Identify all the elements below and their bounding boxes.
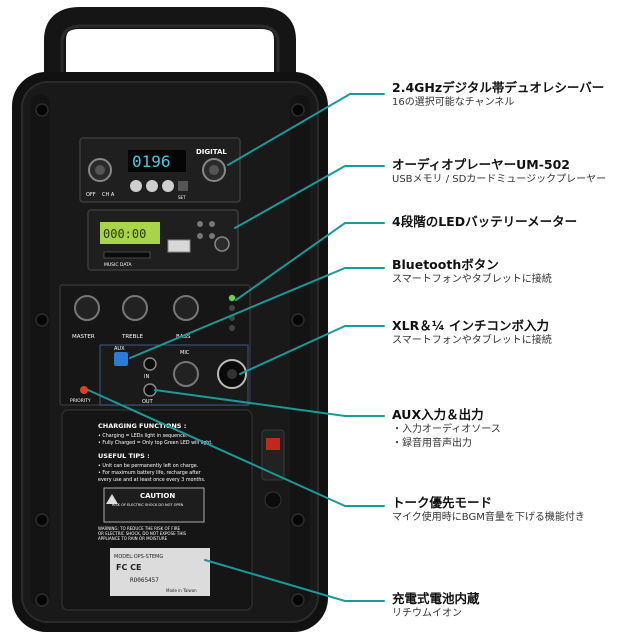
callout-bluetooth: Bluetoothボタン スマートフォンやタブレットに接続 [392, 257, 640, 287]
battery-led-4 [229, 325, 235, 331]
svg-text:TREBLE: TREBLE [121, 334, 143, 340]
speaker-product-image: DIGITAL 0196 OFF CH A SET 000:00 MUSIC D… [12, 7, 328, 632]
callout-line: USBメモリ / SDカードミュージックプレーヤー [392, 174, 607, 185]
svg-text:USEFUL TIPS :: USEFUL TIPS : [98, 452, 150, 460]
svg-text:• Fully Charged = Only top Gre: • Fully Charged = Only top Green LED wil… [98, 440, 213, 446]
svg-text:MASTER: MASTER [72, 334, 95, 340]
digital-label: DIGITAL [196, 148, 227, 156]
callout-battery: 充電式電池内蔵 リチウムイオン [392, 591, 640, 621]
callout-title: 2.4GHzデジタル帯デュオレシーバー [392, 80, 605, 95]
lcd-screen [100, 222, 160, 244]
callout-line: スマートフォンやタブレットに接続 [392, 274, 552, 285]
audio-player-module: 000:00 MUSIC DATA [87, 209, 239, 271]
svg-text:PRIORITY: PRIORITY [70, 398, 91, 404]
callout-aux: AUX入力＆出力 ・入力オーディオソース ・録音用音声出力 [392, 407, 640, 451]
svg-text:CAUTION: CAUTION [140, 492, 175, 500]
callout-title: オーディオプレーヤーUM-502 [392, 157, 570, 172]
side-port [264, 491, 282, 509]
callout-title: 4段階のLEDバッテリーメーター [392, 214, 578, 229]
callout-line: ・入力オーディオソース [392, 424, 501, 435]
svg-text:MODEL:OPS-STEMG: MODEL:OPS-STEMG [114, 554, 163, 560]
svg-text:OUT: OUT [142, 399, 154, 405]
svg-text:CH A: CH A [102, 192, 115, 198]
sd-slot [103, 251, 151, 259]
priority-button [80, 386, 88, 394]
channel-display [128, 150, 186, 172]
svg-text:every use and at least once ev: every use and at least once every 3 mont… [98, 477, 205, 483]
lcd-value: 000:00 [103, 227, 146, 241]
bass-knob [173, 295, 199, 321]
svg-text:OFF: OFF [86, 192, 96, 198]
svg-text:MIC: MIC [180, 350, 190, 356]
battery-led-2 [229, 305, 235, 311]
svg-text:• Charging = LEDs light in seq: • Charging = LEDs light in sequence. [98, 433, 187, 439]
callout-receiver: 2.4GHzデジタル帯デュオレシーバー 16の選択可能なチャンネル [392, 80, 640, 110]
svg-text:WARNING: TO REDUCE THE RISK OF: WARNING: TO REDUCE THE RISK OF FIRE [98, 526, 181, 531]
callout-led-meter: 4段階のLEDバッテリーメーター [392, 214, 640, 230]
callout-line: スマートフォンやタブレットに接続 [392, 335, 552, 346]
svg-text:• Unit can be permanently left: • Unit can be permanently left on charge… [98, 463, 198, 469]
callout-title: 充電式電池内蔵 [392, 591, 480, 606]
receiver-button-3 [162, 180, 174, 192]
callout-line: ・録音用音声出力 [392, 438, 472, 449]
svg-text:IN: IN [144, 374, 149, 380]
player-knob [214, 236, 230, 252]
callout-title: Bluetoothボタン [392, 257, 499, 272]
spec-sticker [110, 548, 210, 596]
svg-text:OR ELECTRIC SHOCK, DO NOT EXPO: OR ELECTRIC SHOCK, DO NOT EXPOSE THIS [98, 531, 187, 536]
svg-text:FC CE: FC CE [116, 563, 141, 572]
callout-title: AUX入力＆出力 [392, 407, 484, 422]
usb-port [167, 239, 191, 253]
bluetooth-button [114, 352, 128, 366]
svg-text:SET: SET [178, 195, 186, 200]
handle [44, 7, 296, 95]
battery-compartment: CHARGING FUNCTIONS : • Charging = LEDs l… [61, 409, 253, 611]
callout-xlr: XLR＆¼ インチコンボ入力 スマートフォンやタブレットに接続 [392, 318, 640, 348]
svg-text:MUSIC DATA: MUSIC DATA [104, 262, 132, 268]
callout-line: 16の選択可能なチャンネル [392, 97, 515, 108]
digital-receiver-module: DIGITAL 0196 OFF CH A SET [79, 137, 241, 203]
svg-text:APPLIANCE TO RAIN OR MOISTURE: APPLIANCE TO RAIN OR MOISTURE [98, 536, 168, 541]
callout-title: XLR＆¼ インチコンボ入力 [392, 318, 550, 333]
callout-audio-player: オーディオプレーヤーUM-502 USBメモリ / SDカードミュージックプレー… [392, 157, 640, 187]
svg-text:CHARGING FUNCTIONS :: CHARGING FUNCTIONS : [98, 422, 186, 430]
side-latch [261, 429, 285, 481]
channel-display-value: 0196 [132, 152, 171, 171]
master-knob [74, 295, 100, 321]
receiver-button-2 [146, 180, 158, 192]
svg-text:BASS: BASS [176, 334, 191, 340]
svg-text:RO065457: RO065457 [130, 577, 159, 584]
svg-text:Made in Taiwan: Made in Taiwan [166, 588, 197, 593]
callout-line: マイク使用時にBGM音量を下げる機能付き [392, 512, 585, 523]
aux-out-jack [143, 383, 157, 397]
callout-title: トーク優先モード [392, 495, 493, 510]
callout-talkover: トーク優先モード マイク使用時にBGM音量を下げる機能付き [392, 495, 640, 525]
treble-knob [122, 295, 148, 321]
battery-led-3 [229, 315, 235, 321]
svg-text:RISK OF ELECTRIC SHOCK DO NOT: RISK OF ELECTRIC SHOCK DO NOT OPEN [112, 503, 184, 507]
receiver-button-1 [130, 180, 142, 192]
battery-led-1 [228, 294, 236, 302]
aux-in-jack [143, 357, 157, 371]
svg-text:AUX: AUX [114, 346, 125, 352]
set-button [178, 181, 188, 191]
mic-volume-knob [173, 361, 199, 387]
mixer-panel: MASTER TREBLE BASS AUX IN OUT MIC PRIORI… [59, 284, 251, 406]
callout-line: リチウムイオン [392, 608, 462, 619]
svg-text:• For maximum battery life, re: • For maximum battery life, recharge aft… [98, 470, 201, 476]
